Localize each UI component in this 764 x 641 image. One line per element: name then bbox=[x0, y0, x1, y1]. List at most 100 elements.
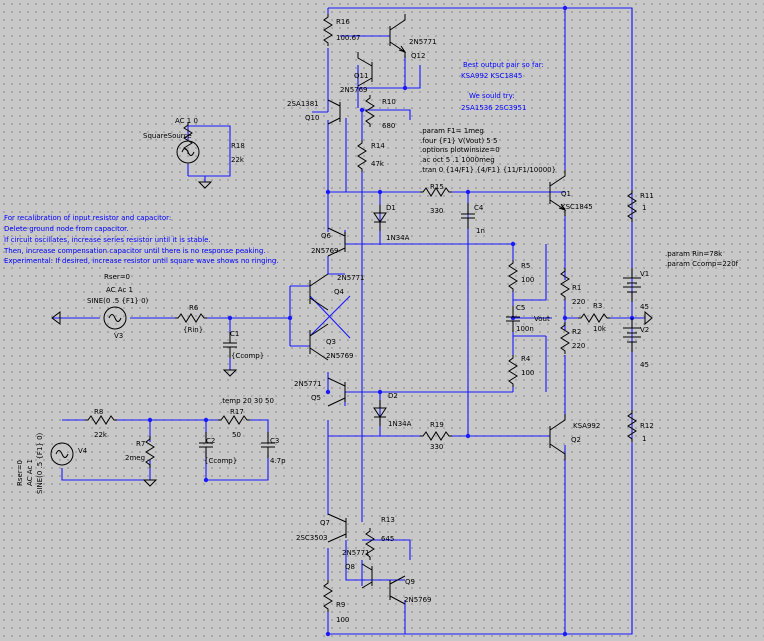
q1-transistor-symbol[interactable] bbox=[549, 170, 567, 216]
q9-model: 2N5769 bbox=[404, 596, 432, 604]
comment-recal-5: Experimental: If desired, increase resis… bbox=[4, 257, 279, 265]
schematic-comments: Best output pair so far: KSA992 KSC1845 … bbox=[3, 61, 544, 265]
q12-transistor-symbol[interactable] bbox=[389, 14, 407, 58]
c2-capacitor-symbol[interactable] bbox=[198, 431, 214, 459]
r18-name: R18 bbox=[231, 142, 245, 150]
r17-resistor-symbol[interactable] bbox=[217, 415, 251, 425]
directive-ac: .ac oct 5 .1 1000meg bbox=[420, 156, 495, 164]
r10-resistor-symbol[interactable] bbox=[365, 94, 375, 128]
r8-name: R8 bbox=[94, 408, 103, 416]
r9-resistor-symbol[interactable] bbox=[323, 579, 333, 613]
v2-value: 45 bbox=[640, 361, 649, 369]
c3-name: C3 bbox=[270, 437, 279, 445]
r17-name: R17 bbox=[230, 408, 244, 416]
r19-resistor-symbol[interactable] bbox=[419, 431, 453, 441]
v1-value: 45 bbox=[640, 303, 649, 311]
r12-name: R12 bbox=[640, 422, 654, 430]
r6-value: {Rin} bbox=[183, 326, 203, 334]
r2-name: R2 bbox=[572, 328, 581, 336]
r16-resistor-symbol[interactable] bbox=[323, 13, 333, 47]
directive-temp: .temp 20 30 50 bbox=[220, 397, 274, 405]
r1-value: 220 bbox=[572, 298, 585, 306]
q6-name: Q6 bbox=[321, 232, 332, 240]
v3-ac: AC Ac 1 bbox=[106, 286, 133, 294]
q11-transistor-symbol[interactable] bbox=[357, 52, 373, 87]
directive-param-f1: .param F1= 1meg bbox=[420, 127, 484, 135]
v4-sine-source-symbol[interactable] bbox=[50, 442, 74, 466]
q9-transistor-symbol[interactable] bbox=[389, 575, 406, 605]
r3-value: 10k bbox=[593, 325, 607, 333]
q11-model: 2N5769 bbox=[340, 86, 368, 94]
c1-name: C1 bbox=[230, 330, 239, 338]
r4-resistor-symbol[interactable] bbox=[508, 354, 518, 388]
q8-transistor-symbol[interactable] bbox=[361, 563, 373, 589]
r8-value: 22k bbox=[94, 431, 108, 439]
q5-model: 2N5771 bbox=[294, 380, 322, 388]
r8-resistor-symbol[interactable] bbox=[84, 415, 118, 425]
r3-resistor-symbol[interactable] bbox=[577, 313, 611, 323]
comment-recal-1: For recalibration of input resistor and … bbox=[4, 214, 171, 222]
r5-value: 100 bbox=[521, 276, 534, 284]
c1-value: {Ccomp} bbox=[231, 352, 264, 360]
comment-best-pair-2: KSA992 KSC1845 bbox=[461, 72, 522, 80]
q5-name: Q5 bbox=[311, 394, 321, 402]
c5-name: C5 bbox=[516, 304, 525, 312]
r17-value: 50 bbox=[232, 431, 241, 439]
q3-model: 2N5769 bbox=[326, 352, 354, 360]
comment-recal-3: If circuit oscillates, increase series r… bbox=[4, 236, 211, 244]
v3-sine-source-symbol[interactable] bbox=[103, 306, 127, 330]
comment-recal-2: Delete ground node from capacitor. bbox=[4, 225, 129, 233]
directive-four: .four {F1} V(Vout) 5 5 bbox=[420, 137, 497, 145]
r15-value: 330 bbox=[430, 207, 443, 215]
c1-ground-icon bbox=[223, 369, 237, 377]
directive-tran: .tran 0 {14/F1} {4/F1} {11/F1/10000} bbox=[420, 166, 556, 174]
q3-transistor-symbol[interactable] bbox=[309, 323, 329, 361]
v4-name: V4 bbox=[78, 447, 88, 455]
junction-dots bbox=[147, 5, 635, 637]
comment-try-1: We sould try: bbox=[469, 92, 515, 100]
q5-transistor-symbol[interactable] bbox=[327, 377, 346, 407]
r14-resistor-symbol[interactable] bbox=[357, 139, 367, 173]
v4-ac: AC Ac 1 bbox=[26, 459, 34, 486]
q2-model: KSA992 bbox=[573, 422, 600, 430]
r11-value: 1 bbox=[642, 204, 646, 212]
r14-name: R14 bbox=[371, 142, 385, 150]
c3-capacitor-symbol[interactable] bbox=[260, 431, 276, 459]
directive-options: .options plotwinsize=0 bbox=[420, 146, 500, 154]
r18-value: 22k bbox=[231, 156, 245, 164]
r5-name: R5 bbox=[521, 262, 530, 270]
q7-model: 2SC3503 bbox=[296, 534, 328, 542]
q2-transistor-symbol[interactable] bbox=[549, 414, 566, 460]
q4-transistor-symbol[interactable] bbox=[309, 273, 329, 311]
r19-name: R19 bbox=[430, 421, 444, 429]
r12-value: 1 bbox=[642, 435, 646, 443]
q10-transistor-symbol[interactable] bbox=[327, 99, 341, 125]
q1-model: KSC1845 bbox=[561, 203, 593, 211]
squaresource-name: SquareSource bbox=[143, 132, 192, 140]
vout-label: Vout bbox=[534, 315, 550, 323]
squaresource-symbol[interactable] bbox=[176, 140, 200, 164]
input-port-icon bbox=[51, 311, 61, 325]
r6-resistor-symbol[interactable] bbox=[174, 313, 208, 323]
r13-name: R13 bbox=[381, 516, 395, 524]
q7-name: Q7 bbox=[320, 519, 330, 527]
r4-name: R4 bbox=[521, 355, 531, 363]
component-labels: R16 100.67 2N5771 Q12 Q11 2N5769 2SA1381… bbox=[16, 18, 654, 624]
v4-ground-icon bbox=[143, 479, 157, 487]
v2-port-icon bbox=[644, 310, 653, 326]
v2-name: V2 bbox=[640, 326, 649, 334]
v1-name: V1 bbox=[640, 270, 649, 278]
c3-value: 4.7p bbox=[270, 457, 286, 465]
r7-value: 2meg bbox=[125, 454, 145, 462]
q1-name: Q1 bbox=[561, 190, 571, 198]
q6-transistor-symbol[interactable] bbox=[327, 227, 346, 257]
r5-resistor-symbol[interactable] bbox=[508, 259, 518, 293]
q7-transistor-symbol[interactable] bbox=[327, 513, 347, 543]
q11-name: Q11 bbox=[354, 72, 368, 80]
q10-model: 2SA1381 bbox=[287, 100, 319, 108]
r9-value: 100 bbox=[336, 616, 349, 624]
q4-model: 2N5771 bbox=[337, 274, 365, 282]
q2-name: Q2 bbox=[571, 436, 581, 444]
r2-value: 220 bbox=[572, 342, 585, 350]
r19-value: 330 bbox=[430, 443, 443, 451]
